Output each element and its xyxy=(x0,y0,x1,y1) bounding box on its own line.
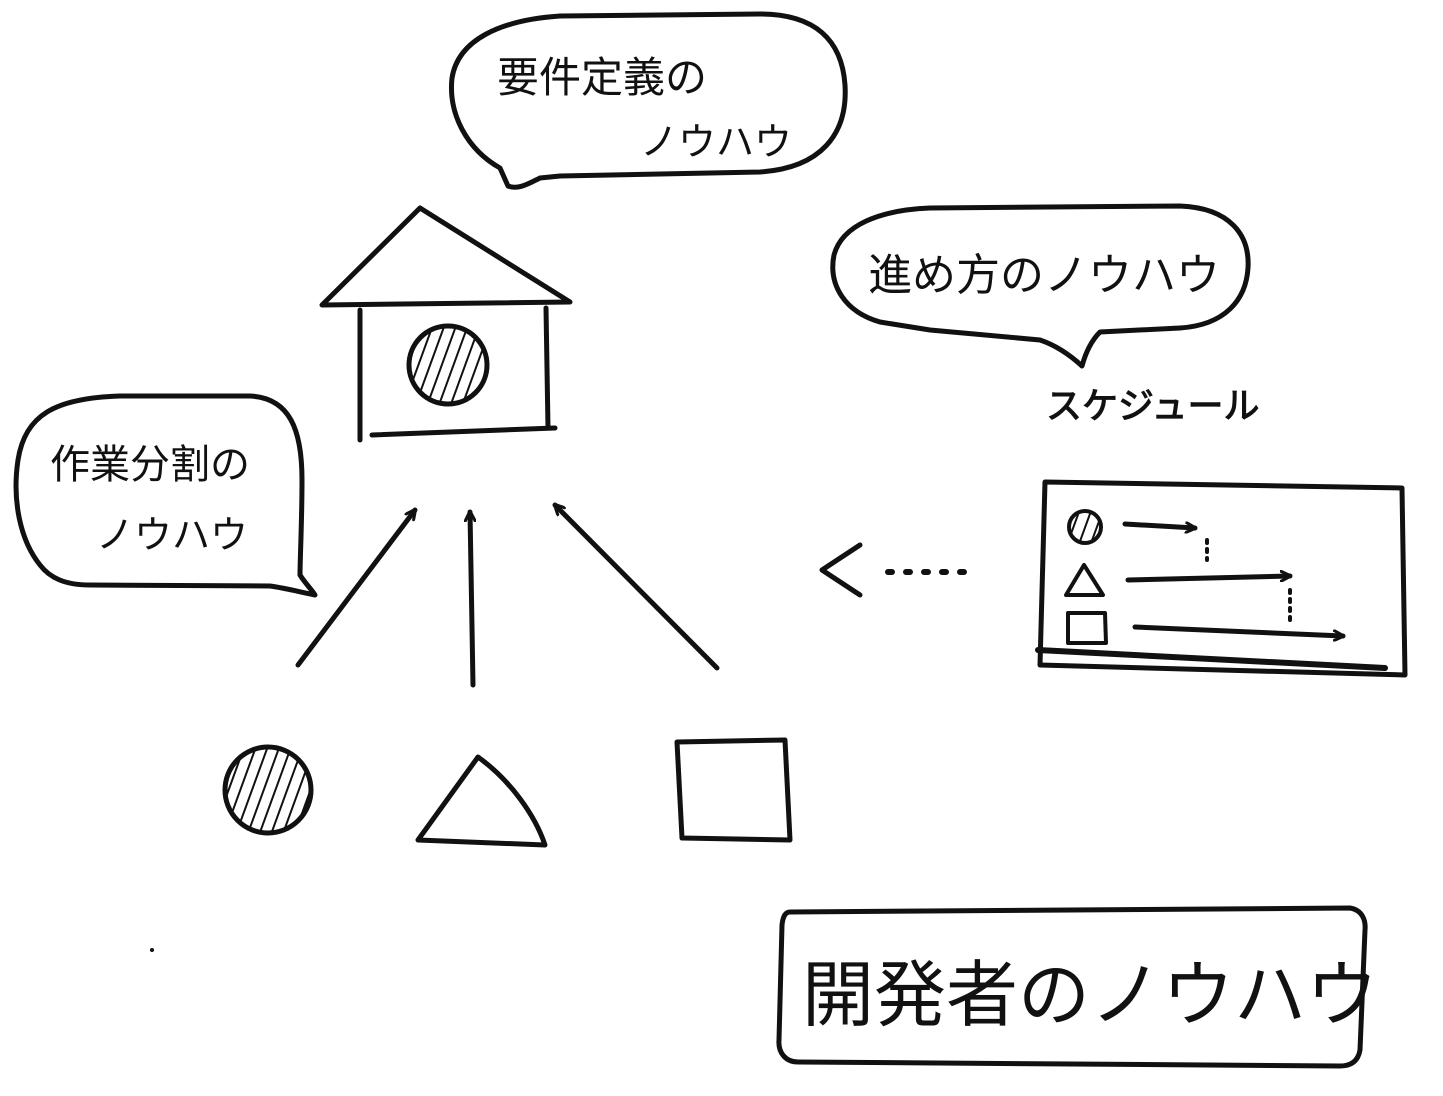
schedule-label: スケジュール xyxy=(1046,386,1259,427)
schedule-chart xyxy=(1035,479,1408,678)
schedule-arrow-triangle xyxy=(1125,576,1293,583)
requirements-bubble-line1: 要件定義の xyxy=(497,53,707,102)
breakdown-bubble-line2: ノウハウ xyxy=(96,513,248,557)
ink-dot xyxy=(150,948,154,952)
requirements-bubble-line2: ノウハウ xyxy=(640,120,792,164)
arrow-triangle-to-house xyxy=(470,509,473,688)
schedule-square-icon xyxy=(1066,611,1108,645)
main-title: 開発者のノウハウ xyxy=(802,953,1378,1037)
breakdown-bubble-line1: 作業分割の xyxy=(50,442,250,488)
title-box xyxy=(776,905,1368,1069)
progress-bubble-line1: 進め方のノウハウ xyxy=(868,250,1220,301)
speech-bubble-requirements xyxy=(448,11,848,190)
schedule-circle-icon xyxy=(1067,509,1103,545)
dotted-arrow-head xyxy=(819,542,863,598)
house-icon xyxy=(319,205,573,443)
house-hatched-circle-icon xyxy=(406,323,490,407)
schedule-arrow-square xyxy=(1132,624,1346,636)
speech-bubble-progress xyxy=(830,203,1251,369)
arrow-square-to-house xyxy=(555,505,720,671)
hatched-circle-icon xyxy=(222,744,314,836)
schedule-triangle-icon xyxy=(1064,563,1105,597)
triangle-icon xyxy=(415,754,548,848)
square-icon xyxy=(674,737,793,843)
schedule-arrow-circle xyxy=(1122,524,1198,528)
speech-bubble-breakdown xyxy=(13,393,318,598)
arrow-circle-to-house xyxy=(295,510,415,668)
